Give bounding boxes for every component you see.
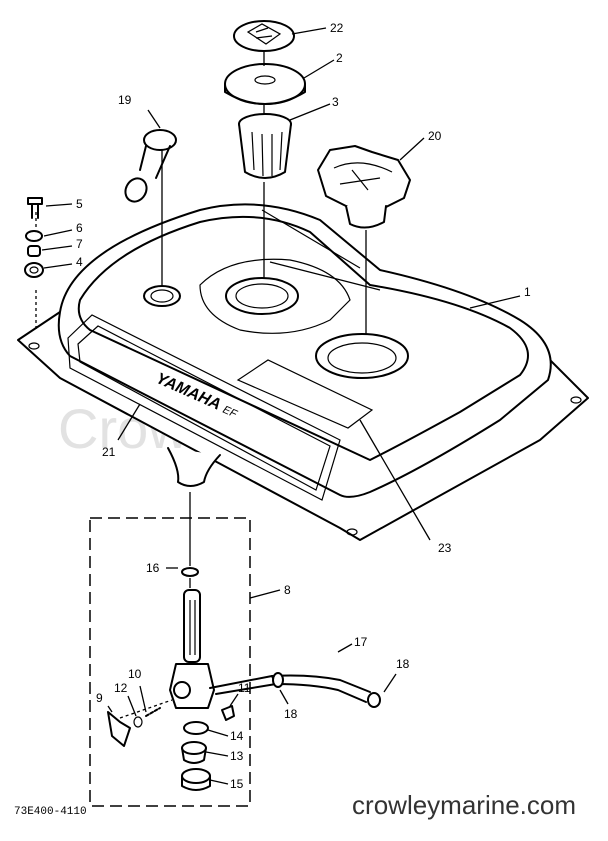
callout-6: 6 — [76, 221, 83, 235]
diagram-code: 73E400-4110 — [14, 806, 87, 818]
collar-4 — [24, 262, 44, 278]
callout-18-right: 18 — [396, 657, 410, 671]
nut-15 — [181, 768, 211, 791]
callout-13: 13 — [230, 749, 244, 763]
screw-11 — [221, 705, 235, 721]
fuel-cock-assembly-box — [89, 517, 251, 807]
tank-brand-sub-label: EF — [221, 404, 240, 421]
callout-4: 4 — [76, 255, 83, 269]
callout-21: 21 — [102, 445, 116, 459]
fuel-gauge-cap-20 — [317, 145, 411, 229]
callout-12: 12 — [114, 681, 128, 695]
callout-10: 10 — [128, 667, 142, 681]
callout-2: 2 — [336, 51, 343, 65]
washer-12 — [133, 716, 143, 728]
callout-19: 19 — [118, 93, 132, 107]
callout-7: 7 — [76, 237, 83, 251]
washer-6 — [25, 230, 43, 242]
packing-14 — [183, 721, 209, 735]
callout-15: 15 — [230, 777, 244, 791]
callout-17: 17 — [354, 635, 368, 649]
callout-22: 22 — [330, 21, 344, 35]
callout-16: 16 — [146, 561, 160, 575]
spring-10 — [145, 707, 161, 717]
callout-23: 23 — [438, 541, 452, 555]
bolt-5 — [27, 197, 43, 219]
filler-cap-2 — [224, 63, 306, 105]
callout-18-left: 18 — [284, 707, 298, 721]
vent-plug-19 — [124, 129, 177, 203]
callout-1: 1 — [524, 285, 531, 299]
cap-cover-22 — [233, 20, 295, 52]
cup-13 — [181, 741, 207, 764]
grommet-7 — [27, 245, 41, 257]
fuel-cock-body — [169, 589, 215, 709]
callout-9: 9 — [96, 691, 103, 705]
fuel-tank: YAMAHA EF — [17, 203, 589, 541]
hose-clip-18-right — [367, 692, 381, 708]
fuel-strainer-3 — [238, 113, 292, 179]
callout-3: 3 — [332, 95, 339, 109]
callout-5: 5 — [76, 197, 83, 211]
callout-labels: 22 2 3 20 19 5 6 7 4 1 21 23 8 16 17 18 … — [76, 21, 531, 791]
fuel-hose-17 — [209, 674, 371, 703]
o-ring-16 — [181, 567, 199, 577]
hose-clip-18-left — [272, 672, 284, 688]
leader-lines — [35, 27, 521, 785]
callout-11: 11 — [238, 681, 251, 695]
callout-20: 20 — [428, 129, 442, 143]
callout-14: 14 — [230, 729, 244, 743]
fuel-cock-lever-9 — [107, 711, 131, 747]
callout-8: 8 — [284, 583, 291, 597]
site-watermark-label: crowleymarine.com — [352, 790, 576, 820]
